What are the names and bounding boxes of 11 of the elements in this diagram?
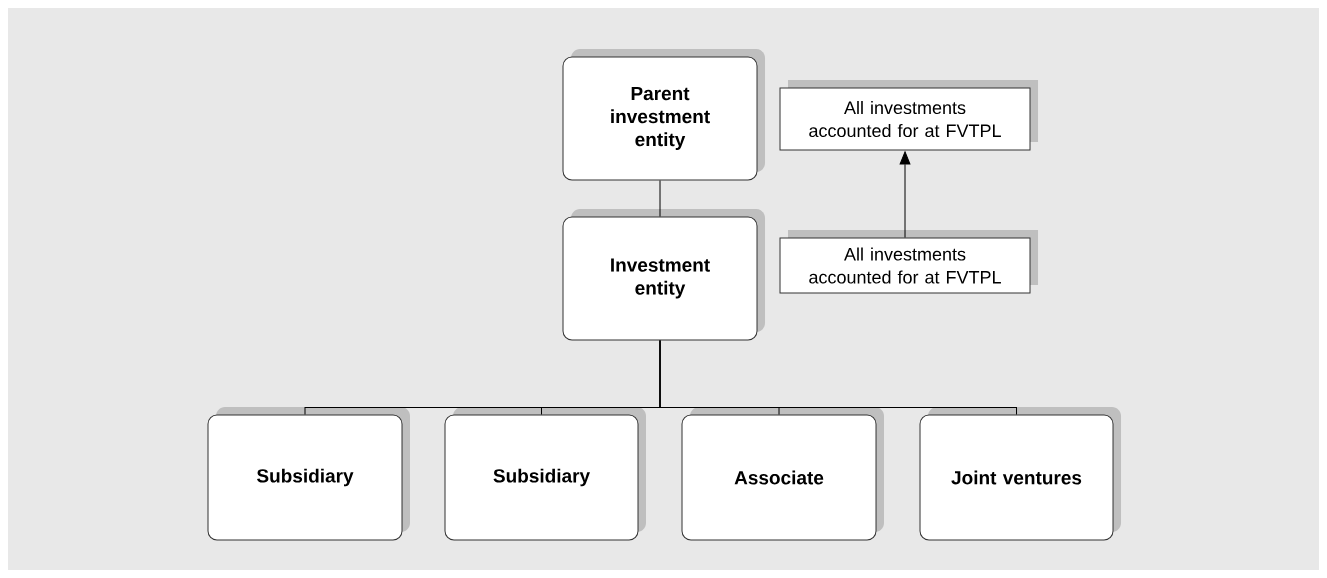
note-box: All investments accounted for at FVTPL xyxy=(779,230,1038,294)
entity-box: Investment entity xyxy=(562,209,765,341)
entity-box: Parent investment entity xyxy=(562,49,765,181)
entity-box: Associate xyxy=(681,407,884,541)
arrow xyxy=(899,151,911,238)
note-box: All investments accounted for at FVTPL xyxy=(779,80,1038,151)
connector-line xyxy=(659,180,661,217)
entity-box: Subsidiary xyxy=(207,407,410,541)
entity-box: Joint ventures xyxy=(919,407,1121,541)
entity-box: Subsidiary xyxy=(444,407,646,541)
connector-line xyxy=(659,340,1017,415)
